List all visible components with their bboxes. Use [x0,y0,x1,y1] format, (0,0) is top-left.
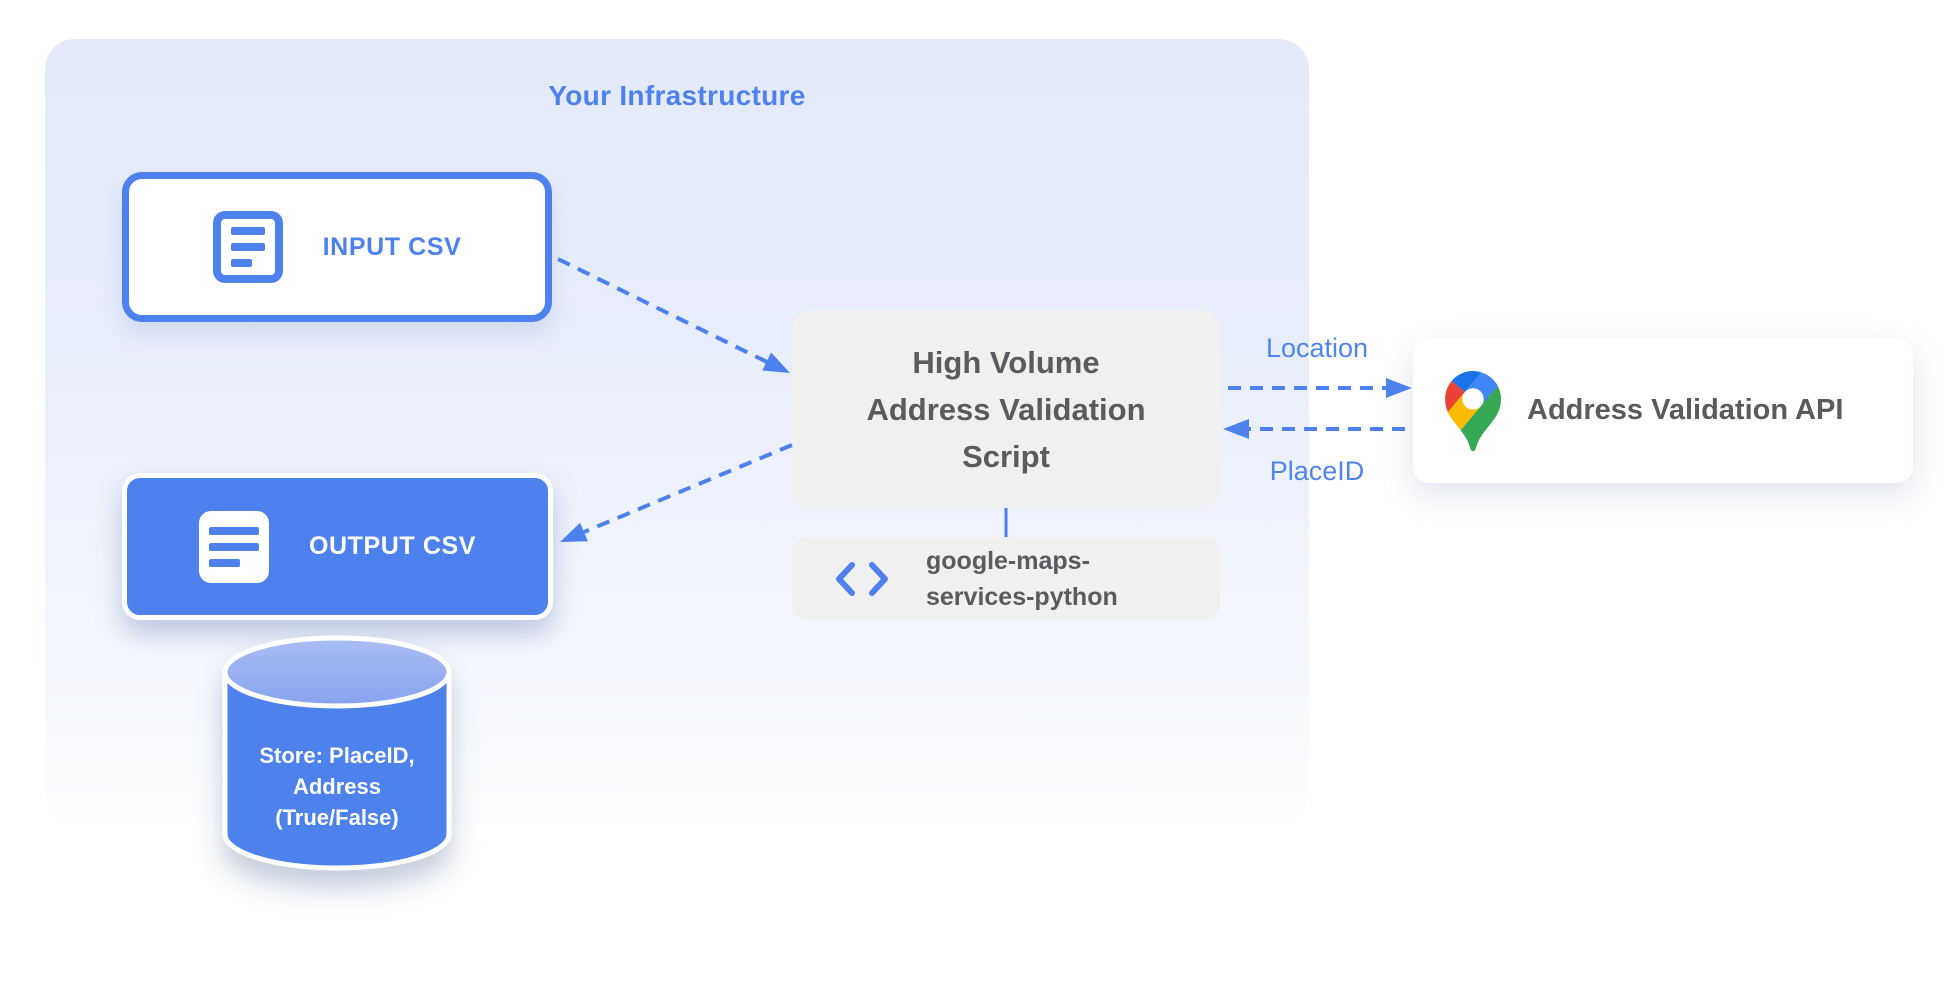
google-maps-pin-icon [1445,370,1501,451]
location-label: Location [1265,333,1369,363]
datastore-cylinder: Store: PlaceID, Address (True/False) [217,634,457,874]
script-label: High Volume Address Validation Script [866,344,1146,474]
input-csv-box: INPUT CSV [122,172,552,322]
database-icon [222,635,452,871]
code-icon [836,561,888,596]
panel-title: Your Infrastructure [548,80,806,111]
script-box: High Volume Address Validation Script [792,310,1220,508]
output-csv-box: OUTPUT CSV [122,473,553,620]
datastore-label: Store: PlaceID, Address (True/False) [259,743,415,830]
input-csv-label: INPUT CSV [322,232,462,261]
output-csv-label: OUTPUT CSV [308,532,477,560]
library-label: google-maps- services-python [926,546,1118,611]
document-icon [212,211,283,283]
library-box: google-maps- services-python [792,537,1220,620]
placeid-label: PlaceID [1269,456,1365,486]
api-box: Address Validation API [1413,338,1913,483]
document-icon [198,510,269,583]
api-label: Address Validation API [1527,394,1844,426]
